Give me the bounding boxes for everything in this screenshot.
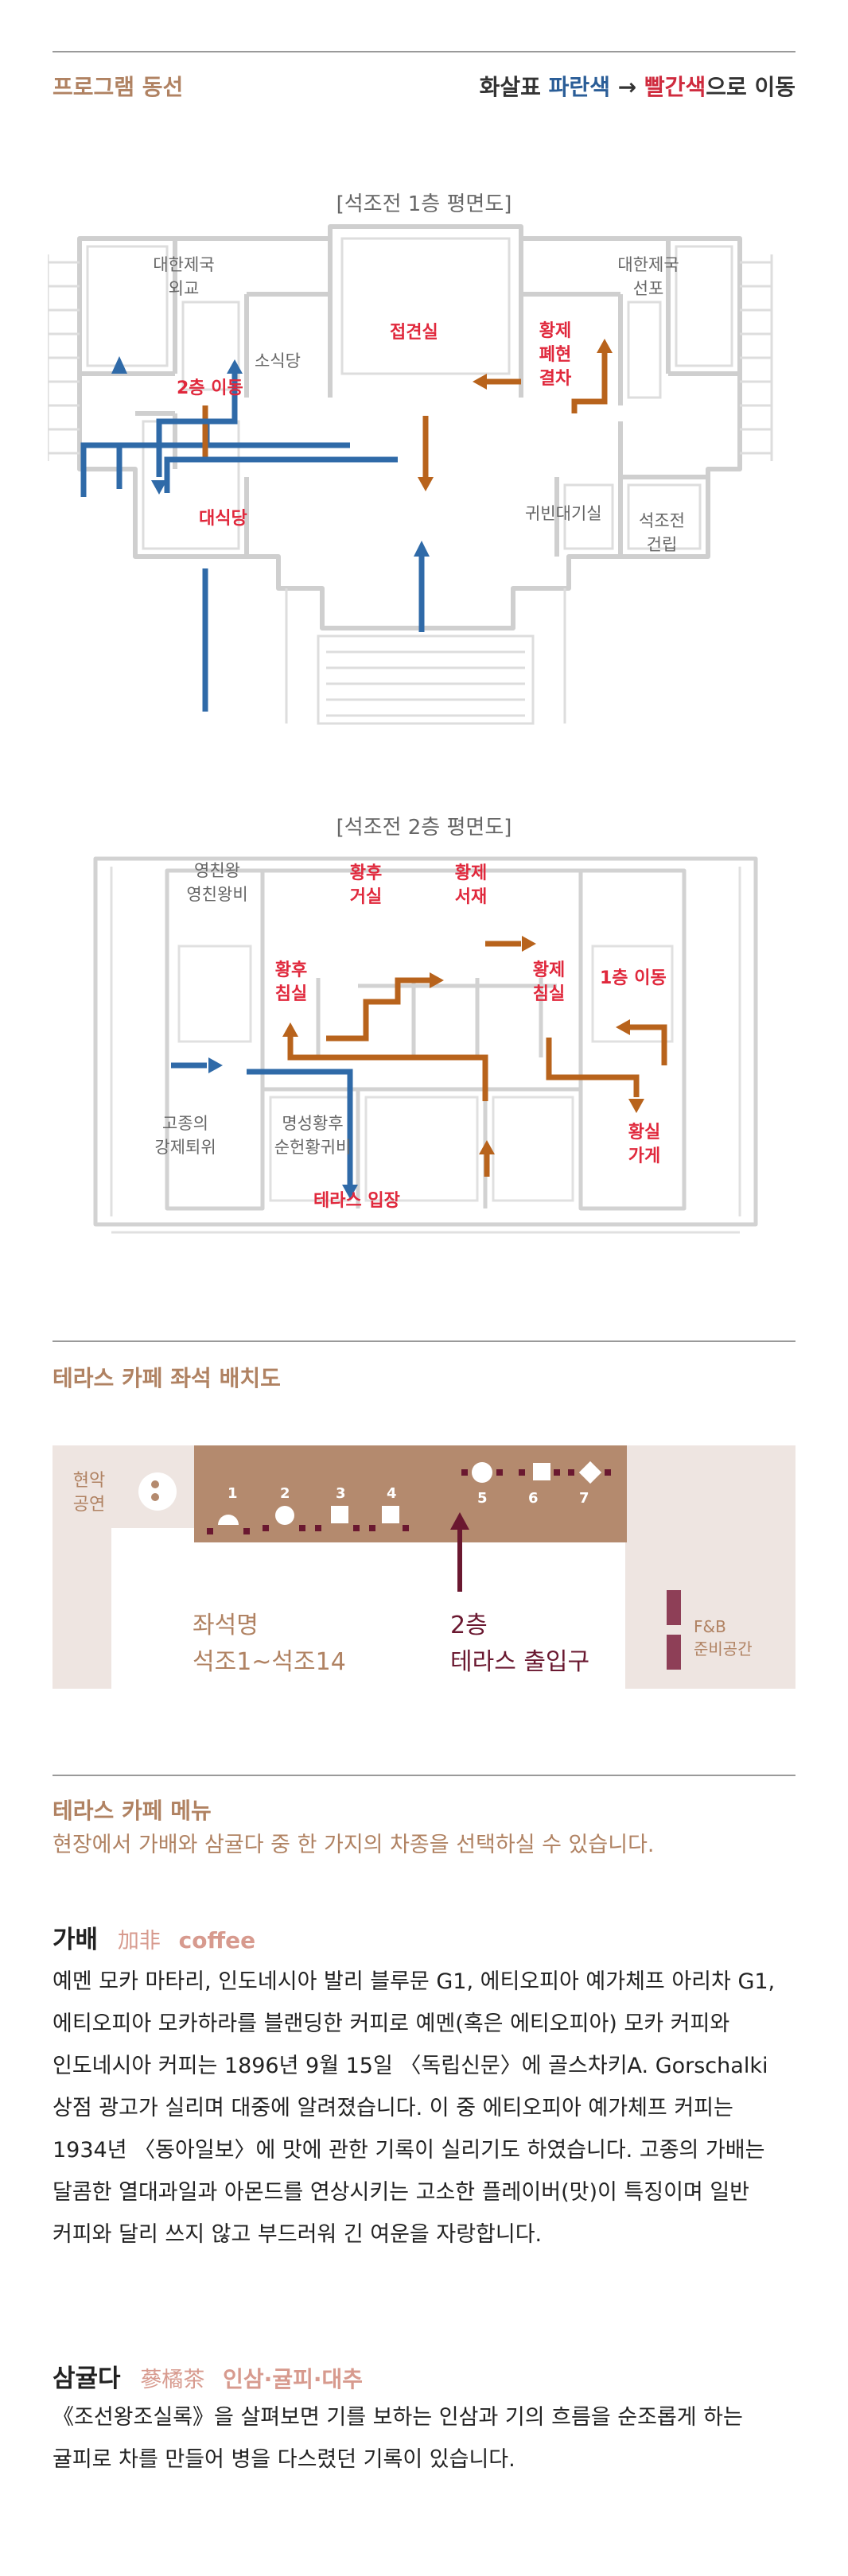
room-gojong-gangje: 고종의 강제퇴위 [154, 1114, 216, 1157]
floor1-plan [48, 224, 773, 725]
room-seokjojeon-geollip: 석조전 건립 [639, 511, 685, 554]
menu-title: 테라스 카페 메뉴 [53, 1798, 212, 1824]
fb-marker-2 [667, 1635, 681, 1670]
blue-arrowhead-1 [111, 356, 127, 374]
seat-4-number: 4 [387, 1485, 397, 1502]
desc-line: 예멘 모카 마타리, 인도네시아 발리 블루문 G1, 에티오피아 예가체프 아… [53, 1969, 776, 1994]
room-jeopgyeonsil: 접견실 [390, 323, 438, 343]
seat-markers [207, 1461, 611, 1534]
section-rule-menu [53, 1775, 795, 1776]
label-first-floor-move: 1층 이동 [600, 968, 667, 988]
entrance-floor: 2층 [450, 1612, 488, 1639]
room-sosikdang: 소식당 [255, 351, 301, 370]
menu-item-tea-hanja: 蔘橘茶 [140, 2368, 205, 2392]
fb-space-label: F&B 준비공간 [694, 1617, 753, 1658]
floor1-arrows [151, 339, 613, 632]
seat-7-marker [578, 1461, 602, 1484]
room-daesikdang: 대식당 [199, 509, 247, 529]
seat-5-marker [472, 1462, 492, 1483]
legend-arrow: → [617, 74, 637, 100]
string-performance-label: 현악 공연 [72, 1471, 106, 1515]
fb-marker-1 [667, 1590, 681, 1625]
section-rule-seating [53, 1340, 795, 1342]
blue-arrow-2-path [80, 442, 350, 497]
seat-4-marker [382, 1506, 399, 1523]
seat-7-number: 7 [579, 1490, 589, 1507]
menu-item-coffee-hanja: 加非 [117, 1929, 161, 1953]
terrace-step [111, 1528, 194, 1542]
menu-item-coffee-name: 가배 [53, 1926, 99, 1954]
room-myeongseong: 명성황후 순헌황귀비 [274, 1114, 352, 1157]
menu-item-tea-desc: 《조선왕조실록》을 살펴보면 기를 보하는 인삼과 기의 흐름을 순조롭게 하는… [53, 2396, 800, 2481]
menu-item-coffee-heading: 가배 加非 coffee [53, 1919, 255, 1955]
desc-line: 《조선왕조실록》을 살펴보면 기를 보하는 인삼과 기의 흐름을 순조롭게 하는 [53, 2405, 743, 2430]
room-hwangje-chimsil: 황제 침실 [532, 960, 566, 1004]
label-second-floor-move: 2층 이동 [177, 378, 243, 398]
menu-subtitle: 현장에서 가배와 삼귤다 중 한 가지의 차종을 선택하실 수 있습니다. [53, 1833, 655, 1857]
legend-suffix: 으로 이동 [706, 74, 795, 100]
seat-5-number: 5 [477, 1490, 488, 1507]
floor2-plan [93, 856, 758, 1234]
desc-line: 귤피로 차를 만들어 병을 다스렸던 기록이 있습니다. [53, 2447, 515, 2472]
terrace-entrance-label: 테라스 출입구 [450, 1648, 590, 1676]
seat-2-number: 2 [280, 1485, 290, 1502]
room-daehan-seonpo: 대한제국 선포 [617, 255, 679, 298]
room-daehan-oegyo: 대한제국 외교 [153, 255, 215, 298]
menu-item-coffee-desc: 예멘 모카 마타리, 인도네시아 발리 블루문 G1, 에티오피아 예가체프 아… [53, 1961, 800, 2256]
menu-item-tea-name: 삼귤다 [53, 2365, 121, 2393]
section-rule-top [53, 51, 795, 52]
desc-line: 상점 광고가 실리며 대중에 알려졌습니다. 이 중 에티오피아 예가체프 커피… [53, 2096, 733, 2120]
room-gwibin: 귀빈대기실 [525, 504, 602, 523]
performance-speaker-icon [138, 1472, 177, 1511]
room-hwanghu-geosil: 황후 거실 [349, 863, 383, 907]
indoor-area [111, 1542, 625, 1689]
program-route-title: 프로그램 동선 [53, 74, 184, 100]
desc-line: 1934년 〈동아일보〉에 맛에 관한 기록이 실리기도 하였습니다. 고종의 … [53, 2138, 765, 2163]
floor1-plan-title: [석조전 1층 평면도] [336, 192, 512, 216]
seat-1-number: 1 [228, 1485, 238, 1502]
seating-title: 테라스 카페 좌석 배치도 [53, 1365, 281, 1391]
seating-map: 현악 공연 1 2 3 4 5 6 7 좌 [53, 1445, 795, 1689]
seat-1-marker [218, 1515, 239, 1525]
room-hwangje-pyeheon: 황제 폐현 결차 [539, 321, 572, 389]
room-hwangsil-gage: 황실 가게 [628, 1123, 661, 1166]
arrow-legend: 화살표 파란색 → 빨간색으로 이동 [480, 70, 795, 102]
desc-line: 에티오피아 모카하라를 블랜딩한 커피로 예멘(혹은 에티오피아) 모카 커피와 [53, 2012, 730, 2036]
desc-line: 달콤한 열대과일과 아몬드를 연상시키는 고소한 플레이버(맛)이 특징이며 일… [53, 2180, 750, 2205]
menu-item-tea-heading: 삼귤다 蔘橘茶 인삼·귤피·대추 [53, 2358, 363, 2394]
entrance-arrow-icon [450, 1512, 469, 1592]
label-terrace-entry: 테라스 입장 [313, 1191, 400, 1211]
terrace-step-right [627, 1528, 667, 1542]
seat-6-number: 6 [528, 1490, 539, 1507]
desc-line: 인도네시아 커피는 1896년 9월 15일 〈독립신문〉에 골스차키A. Go… [53, 2054, 768, 2078]
desc-line: 커피와 달리 쓰지 않고 부드러워 긴 여운을 자랑합니다. [53, 2222, 543, 2247]
seat-3-number: 3 [336, 1485, 346, 1502]
legend-blue: 파란색 [548, 74, 610, 100]
seat-6-marker [533, 1463, 550, 1480]
seat-names-label: 좌석명 [193, 1612, 259, 1639]
legend-red: 빨간색 [644, 74, 706, 100]
legend-prefix: 화살표 [479, 74, 541, 100]
menu-item-coffee-sub: coffee [178, 1927, 256, 1953]
room-hwanghu-chimsil: 황후 침실 [274, 960, 308, 1004]
seat-3-marker [331, 1506, 348, 1523]
menu-item-tea-sub: 인삼·귤피·대추 [223, 2366, 363, 2392]
room-yeongchinwang: 영친왕 영친왕비 [186, 861, 248, 904]
room-hwangje-seojae: 황제 서재 [454, 863, 488, 907]
seat-2-marker [275, 1506, 294, 1525]
floor2-plan-title: [석조전 2층 평면도] [336, 816, 512, 840]
seat-range: 석조1~석조14 [193, 1648, 346, 1676]
